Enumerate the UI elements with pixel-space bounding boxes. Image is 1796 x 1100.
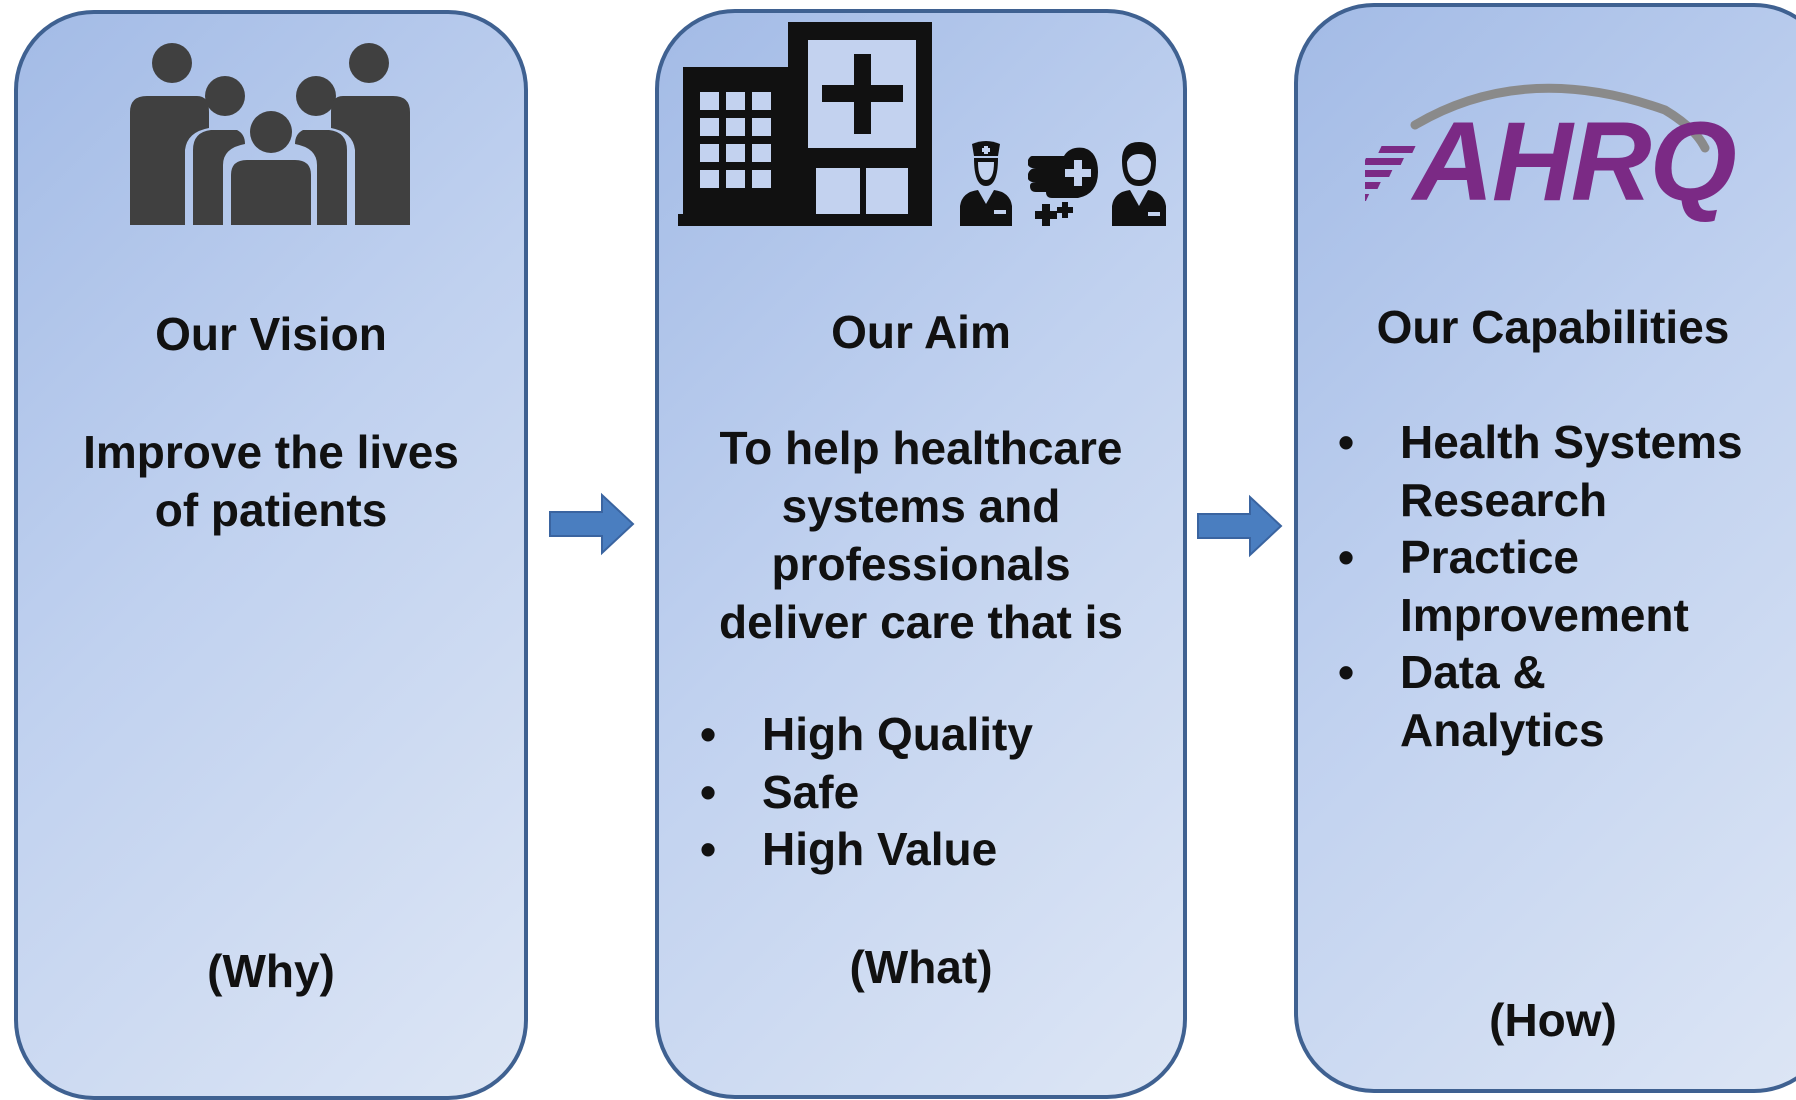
aim-text: To help healthcare systems and professio…: [655, 419, 1187, 651]
nurse-icon: [960, 141, 1012, 226]
aim-bullet-item: Safe: [700, 764, 1033, 822]
capabilities-bullet-line: Research: [1400, 473, 1608, 526]
aim-bullet-item: High Quality: [700, 706, 1033, 764]
capabilities-title: Our Capabilities: [1376, 301, 1730, 353]
capabilities-bullet-line: Practice: [1400, 531, 1580, 583]
capabilities-bullet-line: Improvement: [1400, 588, 1689, 641]
ahrq-logo-text: AHRQ: [1413, 99, 1737, 224]
capabilities-bullet-list: Health Systems Research Practice Improve…: [1338, 414, 1743, 759]
people-group-icon: [130, 43, 410, 225]
capabilities-bullet-line: Health Systems: [1400, 416, 1743, 468]
vision-title: Our Vision: [155, 308, 387, 360]
capabilities-bullet-item: Health Systems Research: [1338, 414, 1743, 529]
aim-footer: (What): [849, 941, 993, 993]
doctor-icon: [1112, 142, 1166, 226]
capabilities-bullet-line: Analytics: [1400, 703, 1605, 756]
aim-title: Our Aim: [831, 306, 1011, 358]
hospital-building-icon: [678, 22, 932, 226]
aim-text-line: deliver care that is: [719, 596, 1123, 648]
capabilities-bullet-item: Data & Analytics: [1338, 644, 1743, 759]
capabilities-footer: (How): [1489, 994, 1617, 1046]
aim-text-line: systems and: [781, 480, 1061, 532]
aim-text-line: professionals: [771, 538, 1071, 590]
right-arrow-icon: [549, 492, 635, 556]
vision-text-line-1: Improve the lives: [83, 426, 459, 478]
aim-text-line: To help healthcare: [719, 422, 1123, 474]
capabilities-bullet-line: Data &: [1400, 646, 1546, 698]
ahrq-logo-arc: [1365, 83, 1710, 201]
right-arrow-icon: [1197, 494, 1283, 558]
aim-bullet-list: High Quality Safe High Value: [700, 706, 1033, 879]
vision-footer: (Why): [207, 945, 335, 997]
vision-text-line-2: of patients: [154, 484, 388, 536]
capabilities-bullet-item: Practice Improvement: [1338, 529, 1743, 644]
medical-hand-icon: [1028, 147, 1098, 226]
ahrq-logo: AHRQ: [1365, 70, 1745, 230]
aim-bullet-item: High Value: [700, 821, 1033, 879]
